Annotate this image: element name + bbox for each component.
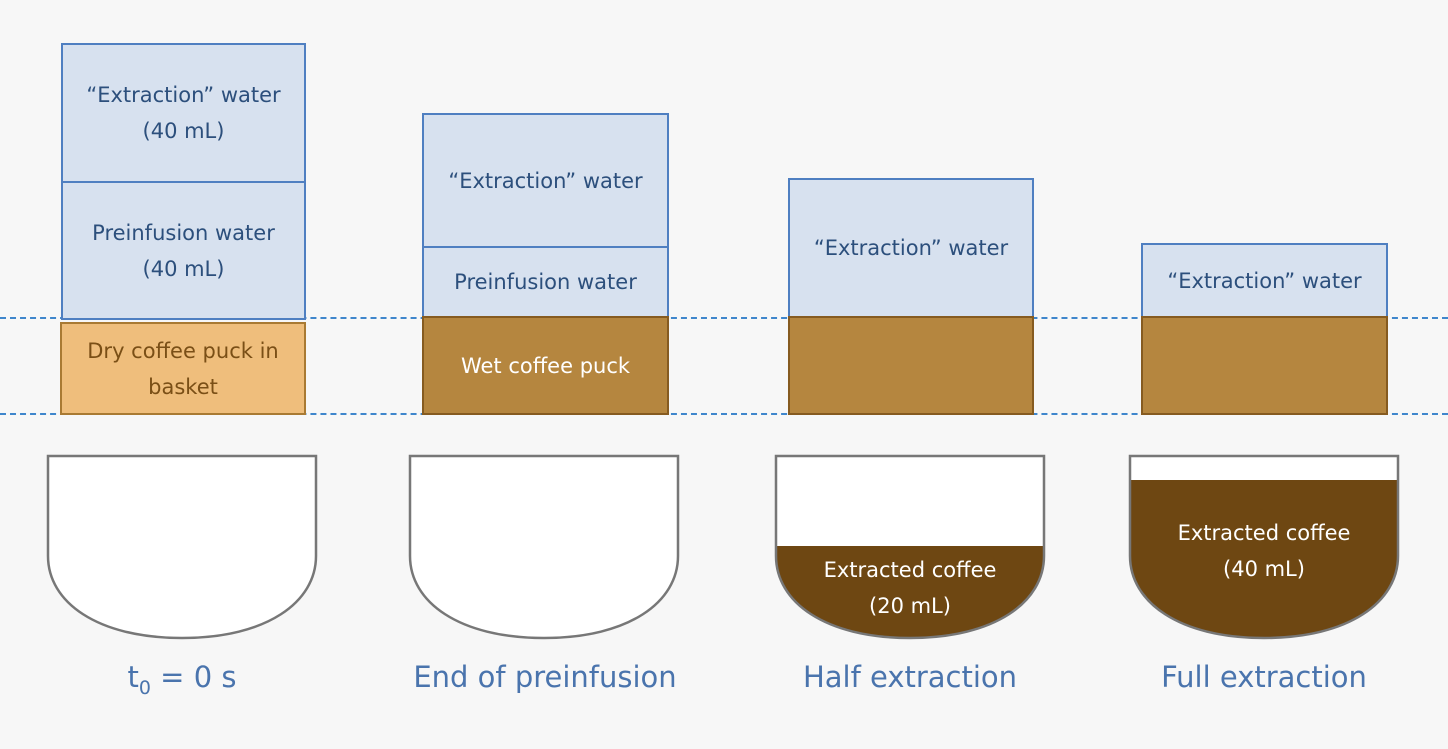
extracted-coffee-fill bbox=[1130, 480, 1398, 638]
stage-label-t0: t0 = 0 s bbox=[32, 660, 332, 699]
time-subscript: 0 bbox=[138, 676, 151, 699]
stage-label-full-extraction: Full extraction bbox=[1161, 660, 1367, 694]
extraction-water-label: “Extraction” water bbox=[1167, 268, 1362, 293]
extracted-coffee-volume: (20 mL) bbox=[869, 594, 951, 618]
dry-coffee-puck: Dry coffee puck in basket bbox=[60, 322, 306, 415]
extraction-water-box: “Extraction” water bbox=[1141, 243, 1388, 318]
extraction-water-label: “Extraction” water bbox=[86, 83, 281, 107]
cup-outline bbox=[1128, 454, 1400, 640]
extraction-water-label: “Extraction” water bbox=[813, 236, 1009, 260]
cup-outline bbox=[774, 454, 1046, 640]
extracted-coffee-label: Extracted coffee bbox=[1178, 521, 1351, 545]
extraction-water-label: “Extraction” water bbox=[448, 168, 643, 193]
preinfusion-water-label: Preinfusion water bbox=[92, 220, 275, 245]
stage-label-end-of-preinfusion: End of preinfusion bbox=[413, 660, 677, 694]
wet-coffee-puck: Wet coffee puck bbox=[422, 316, 669, 415]
preinfusion-water-volume: (40 mL) bbox=[142, 256, 225, 281]
extracted-coffee-label: Extracted coffee bbox=[824, 558, 997, 582]
dry-puck-label-line2: basket bbox=[148, 374, 218, 399]
wet-puck-label: Wet coffee puck bbox=[460, 353, 631, 378]
preinfusion-water-label: Preinfusion water bbox=[454, 270, 637, 294]
stage-label-half-extraction: Half extraction bbox=[802, 660, 1018, 694]
wet-coffee-puck bbox=[1141, 316, 1388, 415]
preinfusion-water-box: Preinfusion water (40 mL) bbox=[61, 181, 306, 320]
extraction-water-volume: (40 mL) bbox=[142, 119, 225, 143]
extraction-water-box: “Extraction” water (40 mL) bbox=[61, 43, 306, 183]
extraction-water-box: “Extraction” water bbox=[422, 113, 669, 248]
extraction-water-box: “Extraction” water bbox=[788, 178, 1034, 318]
time-value: = 0 s bbox=[150, 660, 237, 694]
puck-top-guide-line bbox=[0, 317, 1448, 319]
empty-cup bbox=[408, 454, 680, 640]
wet-coffee-puck bbox=[788, 316, 1034, 415]
puck-bottom-guide-line bbox=[0, 413, 1448, 415]
time-symbol: t bbox=[127, 660, 139, 694]
extracted-coffee-volume: (40 mL) bbox=[1223, 557, 1305, 581]
preinfusion-water-box: Preinfusion water bbox=[422, 246, 669, 318]
empty-cup bbox=[46, 454, 318, 640]
dry-puck-label-line1: Dry coffee puck in bbox=[87, 338, 279, 363]
